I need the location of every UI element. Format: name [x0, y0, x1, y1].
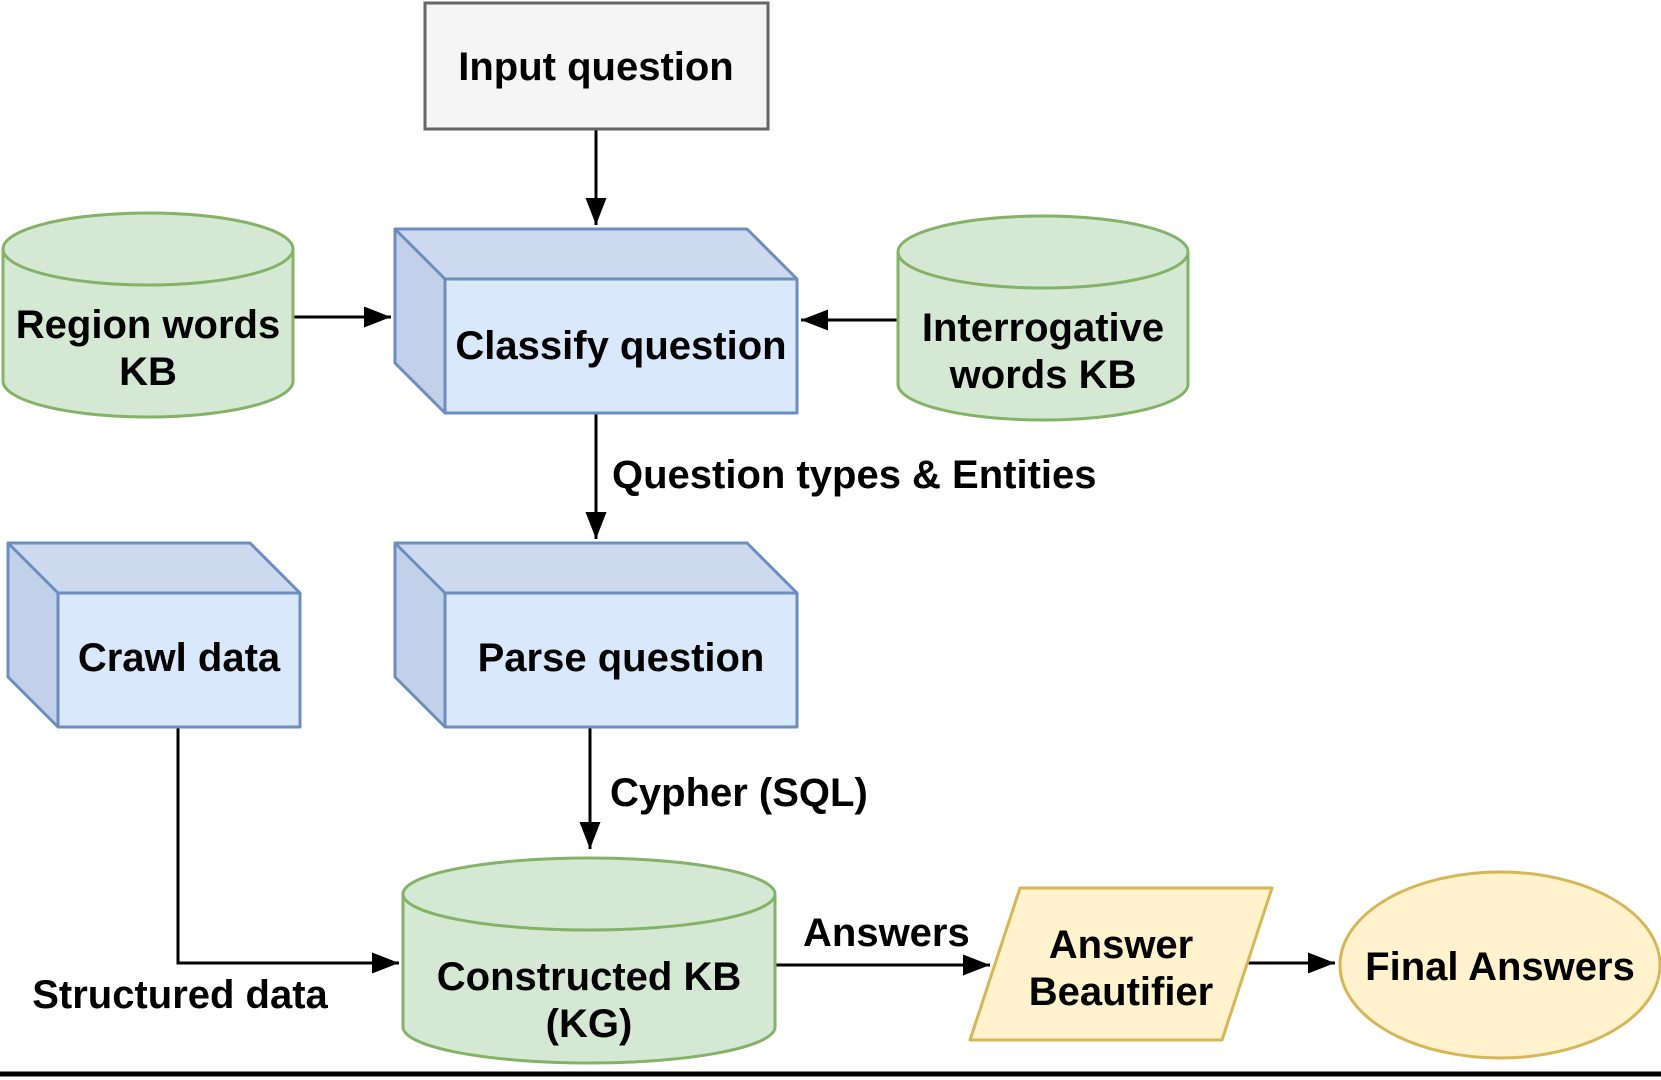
interrogative-kb-label-line1: Interrogative — [922, 306, 1164, 350]
classify-question-node: Classify question — [393, 227, 799, 415]
parse-question-node: Parse question — [393, 541, 799, 729]
classify-cube-top-face — [395, 229, 797, 279]
flow-arrows — [176, 129, 1335, 976]
crawl-cube-left-face — [8, 543, 58, 727]
parse-question-label: Parse question — [478, 636, 765, 680]
classify-cube-left-face — [395, 229, 445, 413]
region-kb-label-line2: KB — [119, 350, 177, 394]
classify-cube-outline — [393, 227, 799, 415]
answer-beautifier-label-line1: Answer — [1049, 923, 1194, 967]
answer-beautifier-node: Answer Beautifier — [968, 886, 1274, 1042]
crawl-cube-outline — [6, 541, 302, 729]
constructed-kb-cylinder-body — [401, 856, 777, 1065]
classify-question-label: Classify question — [455, 324, 786, 368]
interrogative-kb-label-line2: words KB — [949, 353, 1137, 397]
interrogative-kb-cylinder-rim — [896, 251, 1190, 290]
constructed-kb-label-line2: (KG) — [546, 1002, 633, 1046]
region-kb-cylinder-rim — [1, 248, 295, 287]
region-kb-label-line1: Region words — [16, 303, 280, 347]
parse-cube-outline — [393, 541, 799, 729]
final-answers-label: Final Answers — [1365, 945, 1635, 989]
crawl-data-label: Crawl data — [78, 636, 281, 680]
interrogative-words-kb-node: Interrogative words KB — [896, 214, 1190, 422]
region-kb-cylinder-body — [1, 211, 295, 419]
final-answers-shape — [1338, 870, 1661, 1060]
input-question-box — [423, 1, 770, 131]
crawl-cube-top-face — [8, 543, 300, 593]
answer-beautifier-shape — [968, 886, 1274, 1042]
constructed-kb-node: Constructed KB (KG) — [401, 856, 777, 1065]
input-question-node: Input question — [423, 1, 770, 131]
parse-cube-left-face — [395, 543, 445, 727]
constructed-kb-label-line1: Constructed KB — [437, 955, 741, 999]
region-words-kb-node: Region words KB — [1, 211, 295, 419]
edge-label-question-types: Question types & Entities — [612, 453, 1097, 497]
interrogative-kb-cylinder-body — [896, 214, 1190, 422]
final-answers-node: Final Answers — [1338, 870, 1661, 1060]
arrow-crawl-to-constructed-kb — [176, 725, 399, 974]
crawl-data-node: Crawl data — [6, 541, 302, 729]
input-question-label: Input question — [458, 45, 734, 89]
edge-label-answers: Answers — [803, 911, 970, 955]
constructed-kb-cylinder-rim — [401, 893, 777, 932]
edge-label-structured-data: Structured data — [32, 973, 328, 1017]
parse-cube-top-face — [395, 543, 797, 593]
answer-beautifier-label-line2: Beautifier — [1029, 970, 1214, 1014]
edge-label-cypher-sql: Cypher (SQL) — [610, 771, 868, 815]
